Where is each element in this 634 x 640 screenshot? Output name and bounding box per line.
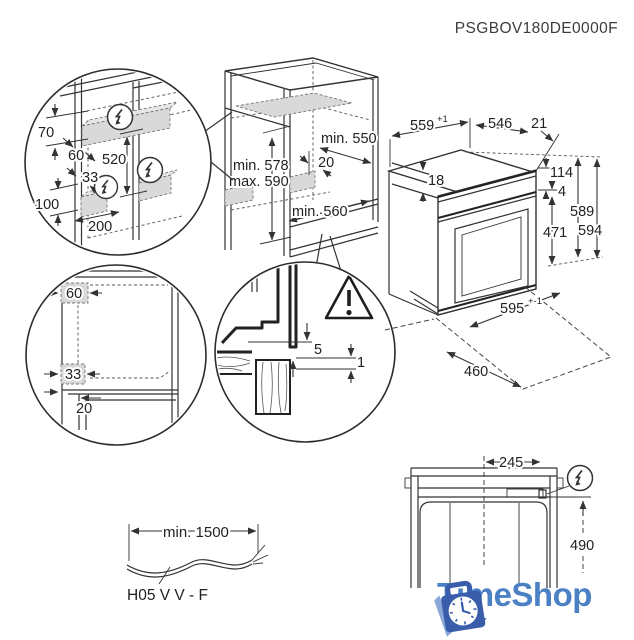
dim-side-70: 70 bbox=[38, 125, 54, 141]
dim-rear-245: 245 bbox=[499, 455, 523, 471]
oven-view: 559 +1 546 21 18 114 4 471 589 bbox=[384, 112, 612, 390]
dim-gap-5: 5 bbox=[314, 342, 322, 358]
dim-oven-471: 471 bbox=[543, 225, 567, 241]
cable-curve bbox=[126, 559, 253, 574]
shade-box-33 bbox=[60, 363, 86, 385]
oven-door-window bbox=[454, 208, 529, 304]
dim-cabinet-height-max: max. 590 bbox=[229, 174, 289, 190]
dim-oven-4: 4 bbox=[558, 184, 566, 200]
dim-oven-595: 595 bbox=[500, 301, 524, 317]
cabinet-panel-section bbox=[255, 359, 291, 415]
rear-view: 245 490 bbox=[404, 453, 596, 588]
dim-cabinet-height-min: min. 578 bbox=[233, 158, 289, 174]
dim-rear-490: 490 bbox=[570, 538, 594, 554]
dim-front-20: 20 bbox=[76, 401, 92, 417]
dim-oven-21: 21 bbox=[531, 116, 547, 132]
cabinet-right-shade-zone bbox=[289, 170, 316, 194]
detail-circle-side: 70 60 520 33 100 200 bbox=[24, 68, 234, 256]
clock-hand-hour bbox=[462, 609, 471, 615]
terminal-strip bbox=[506, 488, 544, 498]
product-code: PSGBOV180DE0000F bbox=[454, 20, 618, 37]
dim-side-520: 520 bbox=[102, 152, 126, 168]
dim-oven-460: 460 bbox=[464, 364, 488, 380]
dim-front-33: 33 bbox=[65, 367, 81, 383]
dim-cabinet-depth-min: min. 550 bbox=[321, 131, 377, 147]
dim-oven-559-tol: +1 bbox=[437, 114, 448, 125]
dim-oven-18: 18 bbox=[428, 173, 444, 189]
dim-gap-1: 1 bbox=[357, 355, 365, 371]
cabinet-top-shade-zone bbox=[235, 92, 353, 118]
dim-oven-546: 546 bbox=[488, 116, 512, 132]
cable-view: min. 1500 H05 V V - F bbox=[126, 522, 269, 604]
dim-cabinet-width-min: min. 560 bbox=[292, 204, 348, 220]
dim-cabinet-off20: 20 bbox=[318, 155, 334, 171]
dim-side-100: 100 bbox=[35, 197, 59, 213]
mains-connection-box bbox=[538, 489, 547, 499]
cabinet-niche-view: min. 578 max. 590 min. 550 20 min. 560 bbox=[224, 57, 379, 258]
detail-circle-front: 60 33 20 bbox=[25, 264, 207, 446]
lightning-icon bbox=[566, 464, 594, 492]
dim-oven-594: 594 bbox=[578, 223, 602, 239]
dim-oven-595-tol: +-1 bbox=[528, 296, 542, 307]
lightning-icon bbox=[106, 103, 134, 131]
cabinet-left-shade-zone bbox=[224, 183, 254, 207]
cable-type-label: H05 V V - F bbox=[127, 587, 208, 604]
clock-hand-minute bbox=[460, 601, 465, 613]
dim-oven-589: 589 bbox=[570, 204, 594, 220]
dim-side-200: 200 bbox=[88, 219, 112, 235]
timeshop-watermark: TimeShop bbox=[434, 576, 592, 637]
oven-frame-profile bbox=[220, 264, 280, 345]
dim-front-60: 60 bbox=[66, 286, 82, 302]
shade-box-60 bbox=[60, 282, 89, 304]
oven-door-profile bbox=[288, 264, 298, 349]
logo-arrow bbox=[476, 617, 487, 626]
dim-side-60: 60 bbox=[68, 148, 84, 164]
dim-oven-559: 559 bbox=[410, 118, 434, 134]
dim-side-33: 33 bbox=[82, 170, 98, 186]
lightning-icon bbox=[136, 156, 164, 184]
dim-oven-114: 114 bbox=[550, 165, 573, 181]
timeshop-logo-icon bbox=[434, 580, 487, 637]
detail-circle-section: 5 1 bbox=[214, 233, 396, 443]
dim-cable-length: min. 1500 bbox=[163, 524, 229, 541]
